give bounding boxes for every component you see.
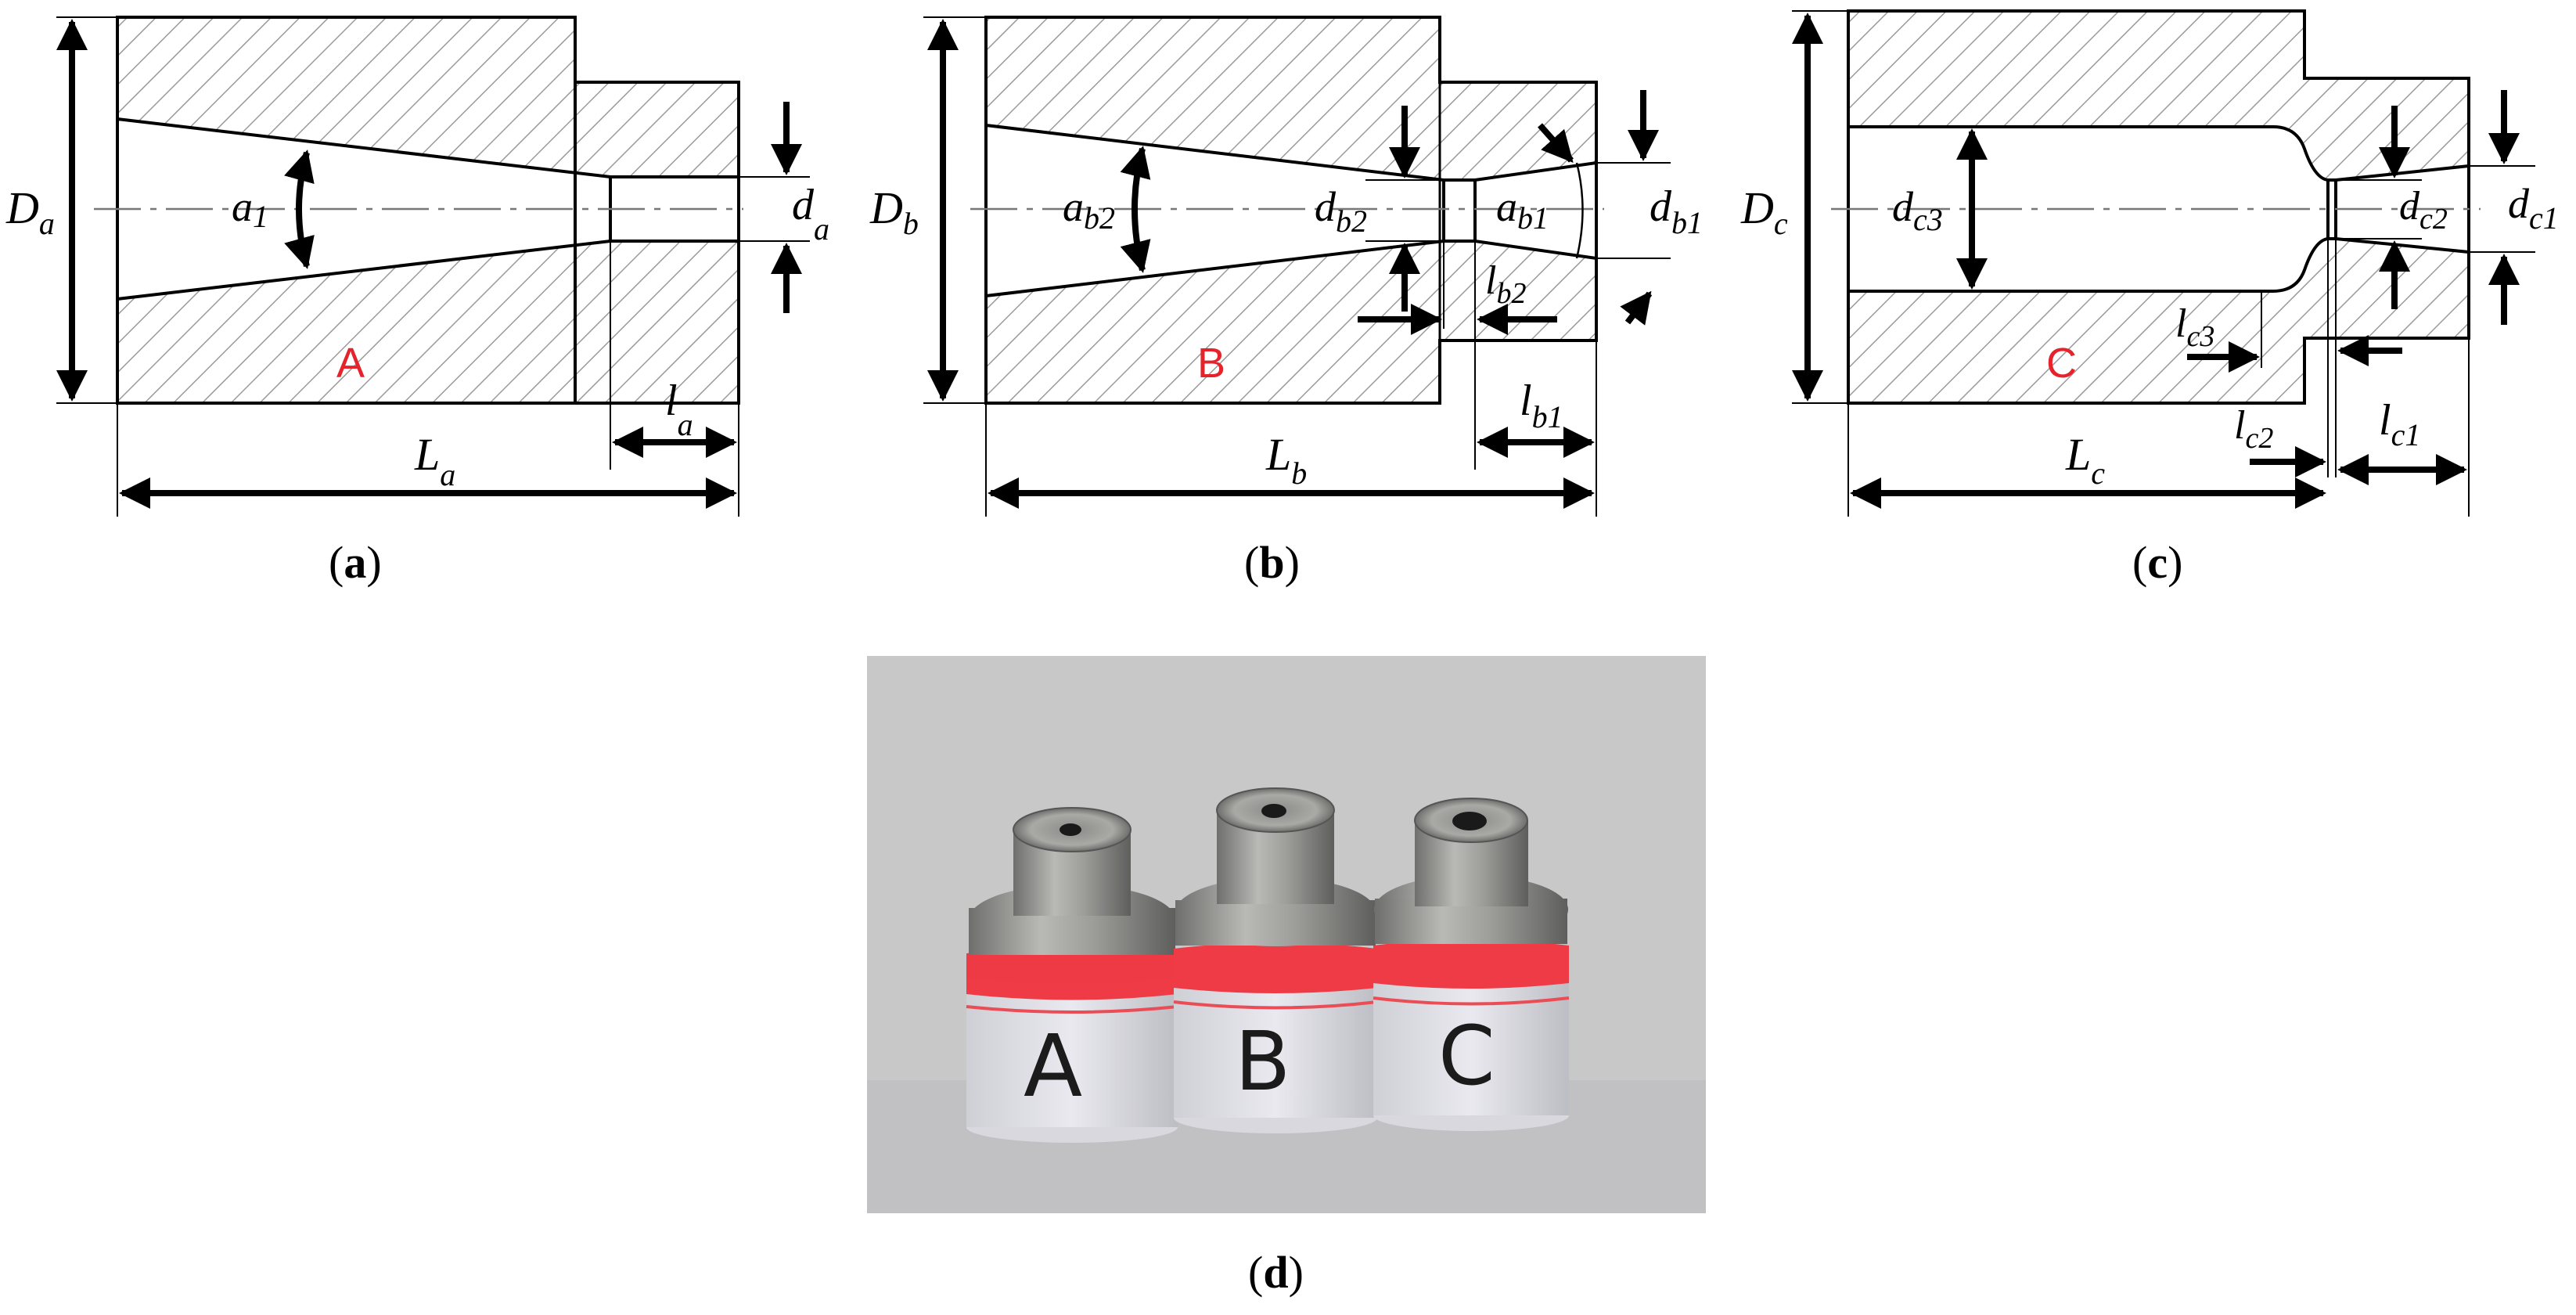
dim-D-a-label: Da [5, 182, 55, 241]
collar-side [1175, 900, 1376, 946]
dim-l-b2-label: lb2 [1485, 258, 1526, 310]
dim-d-b1-label: db1 [1650, 182, 1703, 240]
dim-D-c-label: Dc [1740, 182, 1788, 241]
caption-a: (a) [329, 537, 382, 588]
orifice [1060, 823, 1081, 836]
caption-b: (b) [1244, 537, 1300, 588]
caption-d: (d) [1248, 1247, 1304, 1298]
red-stripe [1173, 1000, 1378, 1010]
dim-L-b-label: Lb [1265, 429, 1307, 491]
angle-a-b1-label: ab1 [1496, 183, 1549, 236]
photo-label-a: A [1024, 1016, 1082, 1116]
dim-d-a-label: da [792, 181, 829, 247]
red-band [966, 946, 1178, 983]
panel-b: Db ab2 db2 ab1 db1 B lb2 lb1 [869, 16, 1703, 588]
part-label-a: A [336, 340, 365, 387]
dim-l-a-label: la [665, 376, 693, 442]
angle-a-b2-arrow [1120, 146, 1151, 273]
red-stripe [1373, 996, 1570, 1006]
dim-l-c2-label: lc2 [2234, 403, 2273, 455]
angle-a-b1-arrow-top [1538, 123, 1574, 163]
angle-a-b1-arrow-bottom [1620, 290, 1653, 326]
photo-nozzle-b: B [1173, 787, 1378, 1133]
angle-a-b2-label: ab2 [1063, 183, 1115, 236]
caption-c: (c) [2132, 537, 2182, 588]
angle-a-b1-arc [1575, 162, 1584, 259]
angle-a1-label: a1 [232, 183, 268, 234]
red-tape [1174, 942, 1377, 993]
photo-label-b: B [1235, 1014, 1290, 1109]
dim-d-c2-label: dc2 [2399, 184, 2448, 236]
dim-d-c1-label: dc1 [2508, 180, 2559, 236]
panel-a: Da a1 da A la La (a) [5, 16, 829, 588]
orifice [1452, 812, 1487, 830]
dim-l-c3-label: lc3 [2175, 301, 2214, 353]
panel-c: Dc dc3 dc2 dc1 C lc3 lc2 lc1 [1740, 9, 2559, 588]
dim-l-c1-label: lc1 [2379, 396, 2420, 452]
dim-L-a-label: La [414, 429, 455, 492]
angle-a1-arrow [284, 150, 315, 269]
dim-d-b2-label: db2 [1315, 183, 1367, 239]
part-label-b: B [1197, 340, 1225, 387]
photo-nozzle-c: C [1373, 798, 1570, 1131]
dim-d-c3-label: dc3 [1892, 183, 1943, 237]
orifice [1261, 804, 1286, 818]
dim-L-c-label: Lc [2065, 429, 2105, 491]
dim-D-b-label: Db [869, 182, 919, 241]
panel-d: A B C (d) [867, 656, 1706, 1298]
red-stripe [966, 1005, 1178, 1014]
red-tape [1373, 939, 1569, 989]
photo-nozzle-a: A [966, 807, 1178, 1143]
photo-label-c: C [1438, 1008, 1495, 1104]
dim-l-b1-label: lb1 [1520, 376, 1563, 434]
part-label-c: C [2046, 340, 2077, 387]
